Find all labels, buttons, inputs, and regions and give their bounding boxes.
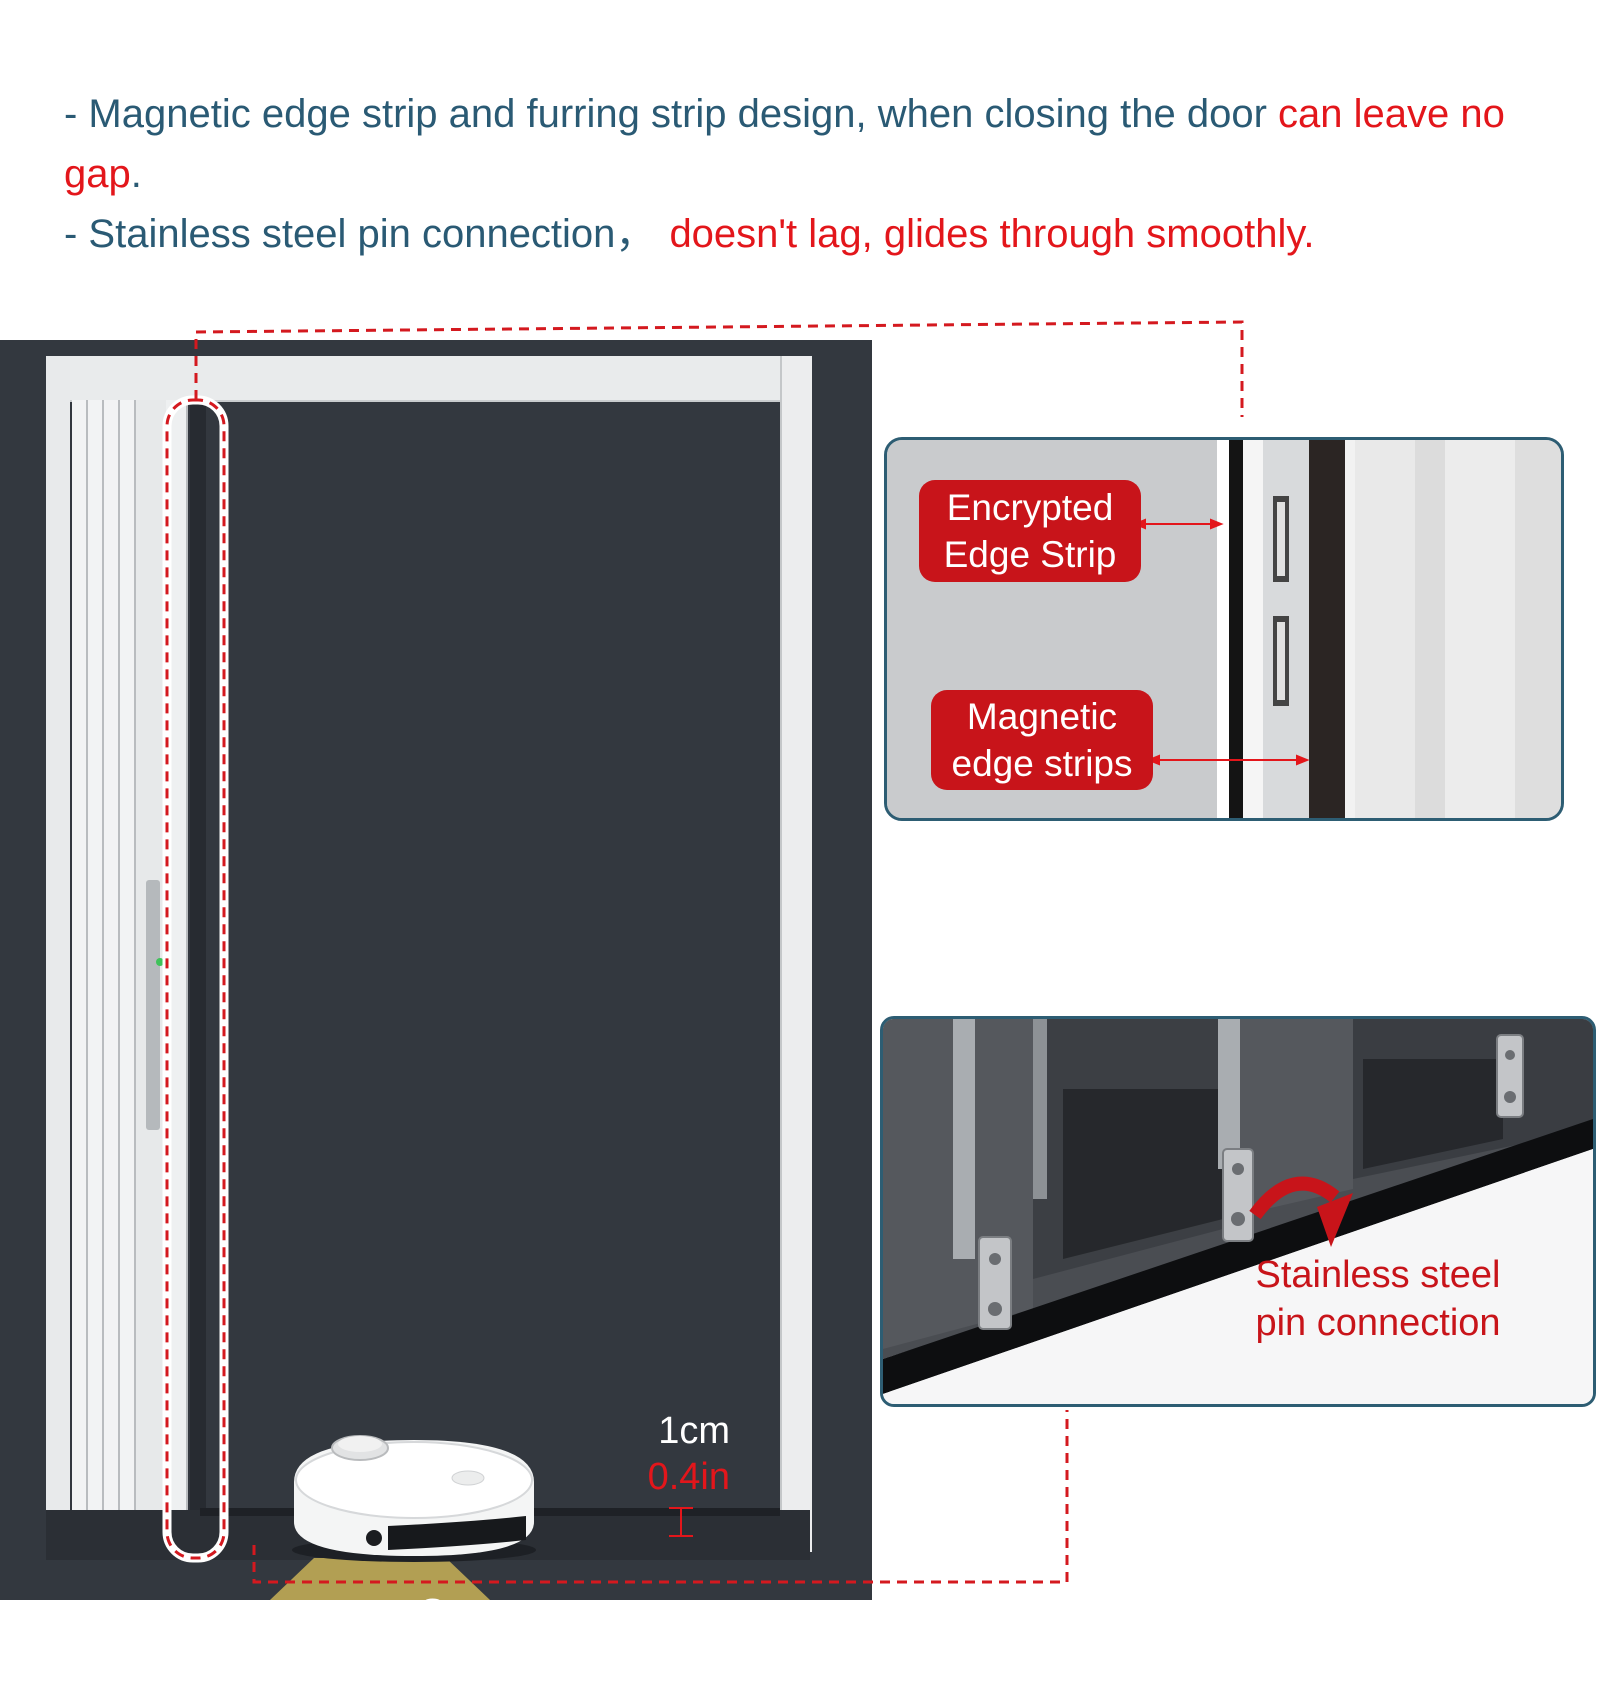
headline-line-2-highlight: doesn't lag, glides through smoothly.: [669, 212, 1315, 256]
encrypted-edge-strip-line-2: Edge Strip: [943, 534, 1117, 575]
door-handle-indicator: [156, 958, 164, 966]
sweeper-caption-line-1: Sweepers can: [419, 1592, 661, 1634]
door-pleat: [120, 400, 136, 1552]
magnetic-edge-strips-line-1: Magnetic: [966, 696, 1118, 737]
edge-strip-detail-panel: Encrypted Edge Strip Magnetic edge strip…: [884, 437, 1564, 821]
encrypted-edge-strip-line-1: Encrypted: [946, 487, 1114, 528]
headline-line-1: - Magnetic edge strip and furring strip …: [64, 84, 1564, 204]
sweeper-caption: Sweepers can safely pass through: [340, 1590, 740, 1684]
headline-line-1-text: - Magnetic edge strip and furring strip …: [64, 92, 1279, 136]
door-pleat: [72, 400, 88, 1552]
door-frame-right: [780, 356, 812, 1552]
pin-connection-caption-line-1: Stainless steel: [1255, 1254, 1501, 1296]
door-frame-top: [46, 356, 810, 402]
pin-connection-closeup-image: [883, 1019, 1593, 1404]
magnetic-edge-strips-tag: Magnetic edge strips: [931, 690, 1153, 790]
door-scene: Sweepers can safely pass through: [0, 340, 872, 1681]
door-opening-edge: [190, 400, 206, 1550]
door-handle: [146, 880, 160, 1130]
door-pleat: [88, 400, 104, 1552]
magnetic-edge-post: [166, 400, 188, 1552]
door-pleat: [104, 400, 120, 1552]
pin-connection-caption-line-2: pin connection: [1255, 1302, 1501, 1344]
door-frame-left: [46, 356, 70, 1552]
magnetic-edge-strips-line-2: edge strips: [951, 743, 1133, 784]
robot-sweeper-image: [292, 1435, 536, 1562]
gap-size-imperial: 0.4in: [647, 1456, 730, 1498]
headline-line-2-text: - Stainless steel pin connection，: [64, 212, 656, 256]
gap-measure-icon: [669, 1507, 693, 1537]
sweeper-caption-line-2: safely pass through: [375, 1639, 705, 1681]
pin-connection-detail-panel: Stainless steel pin connection: [880, 1016, 1596, 1407]
headline-line-2: - Stainless steel pin connection， doesn't…: [64, 204, 1564, 264]
headline: - Magnetic edge strip and furring strip …: [64, 84, 1564, 264]
headline-line-1-highlight: can leave no gap: [64, 92, 1505, 196]
gap-size-metric: 1cm: [658, 1410, 730, 1452]
encrypted-edge-strip-tag: Encrypted Edge Strip: [919, 480, 1141, 582]
pin-connection-caption: Stainless steel pin connection: [1213, 1251, 1543, 1347]
headline-line-1-end: .: [130, 152, 142, 196]
